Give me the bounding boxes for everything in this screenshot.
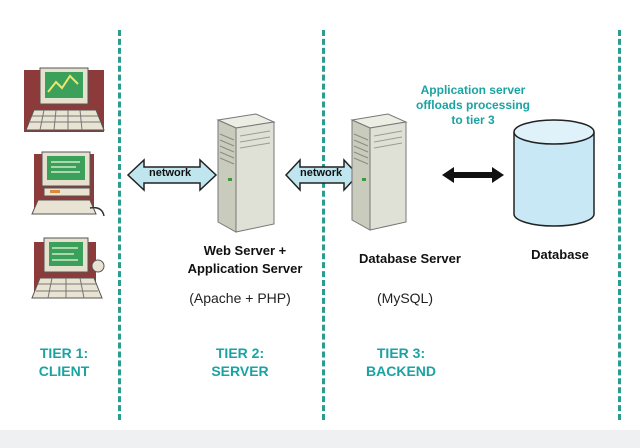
note-line: Application server <box>420 83 526 97</box>
tier-label-line: TIER 2: <box>215 345 265 361</box>
client-computer-icon <box>31 151 105 217</box>
network-arrow-icon <box>126 158 218 192</box>
tier-1-label: TIER 1: CLIENT <box>22 344 106 380</box>
client-computer-icon <box>24 67 105 132</box>
tier-divider-1 <box>118 30 121 420</box>
tier-divider-2 <box>322 30 325 420</box>
network-label: network <box>149 167 192 179</box>
database-server-icon <box>350 113 408 231</box>
tier-label-line: SERVER <box>211 363 269 379</box>
note-line: to tier 3 <box>451 113 495 127</box>
database-server-stack: (MySQL) <box>377 290 433 306</box>
web-server-label: Web Server + Application Server <box>170 242 320 278</box>
tier-divider-3 <box>618 30 621 420</box>
offload-note: Application server offloads processing t… <box>408 83 538 128</box>
bottom-strip <box>0 430 640 448</box>
bidirectional-arrow-icon <box>442 167 504 183</box>
web-server-label-line: Application Server <box>187 261 303 276</box>
database-server-label: Database Server <box>359 251 461 266</box>
database-label: Database <box>531 247 589 262</box>
network-label: network <box>300 167 343 179</box>
tier-label-line: CLIENT <box>38 363 90 379</box>
tier-3-label: TIER 3: BACKEND <box>356 344 446 380</box>
tier-label-line: BACKEND <box>366 363 436 379</box>
note-line: offloads processing <box>415 98 531 112</box>
web-server-label-line: Web Server + <box>203 243 287 258</box>
web-server-stack: (Apache + PHP) <box>189 290 291 306</box>
tier-label-line: TIER 1: <box>39 345 89 361</box>
client-computer-icon <box>31 237 105 299</box>
tier-label-line: TIER 3: <box>376 345 426 361</box>
tier-2-label: TIER 2: SERVER <box>198 344 282 380</box>
web-server-icon <box>216 113 276 233</box>
database-icon <box>513 119 595 227</box>
